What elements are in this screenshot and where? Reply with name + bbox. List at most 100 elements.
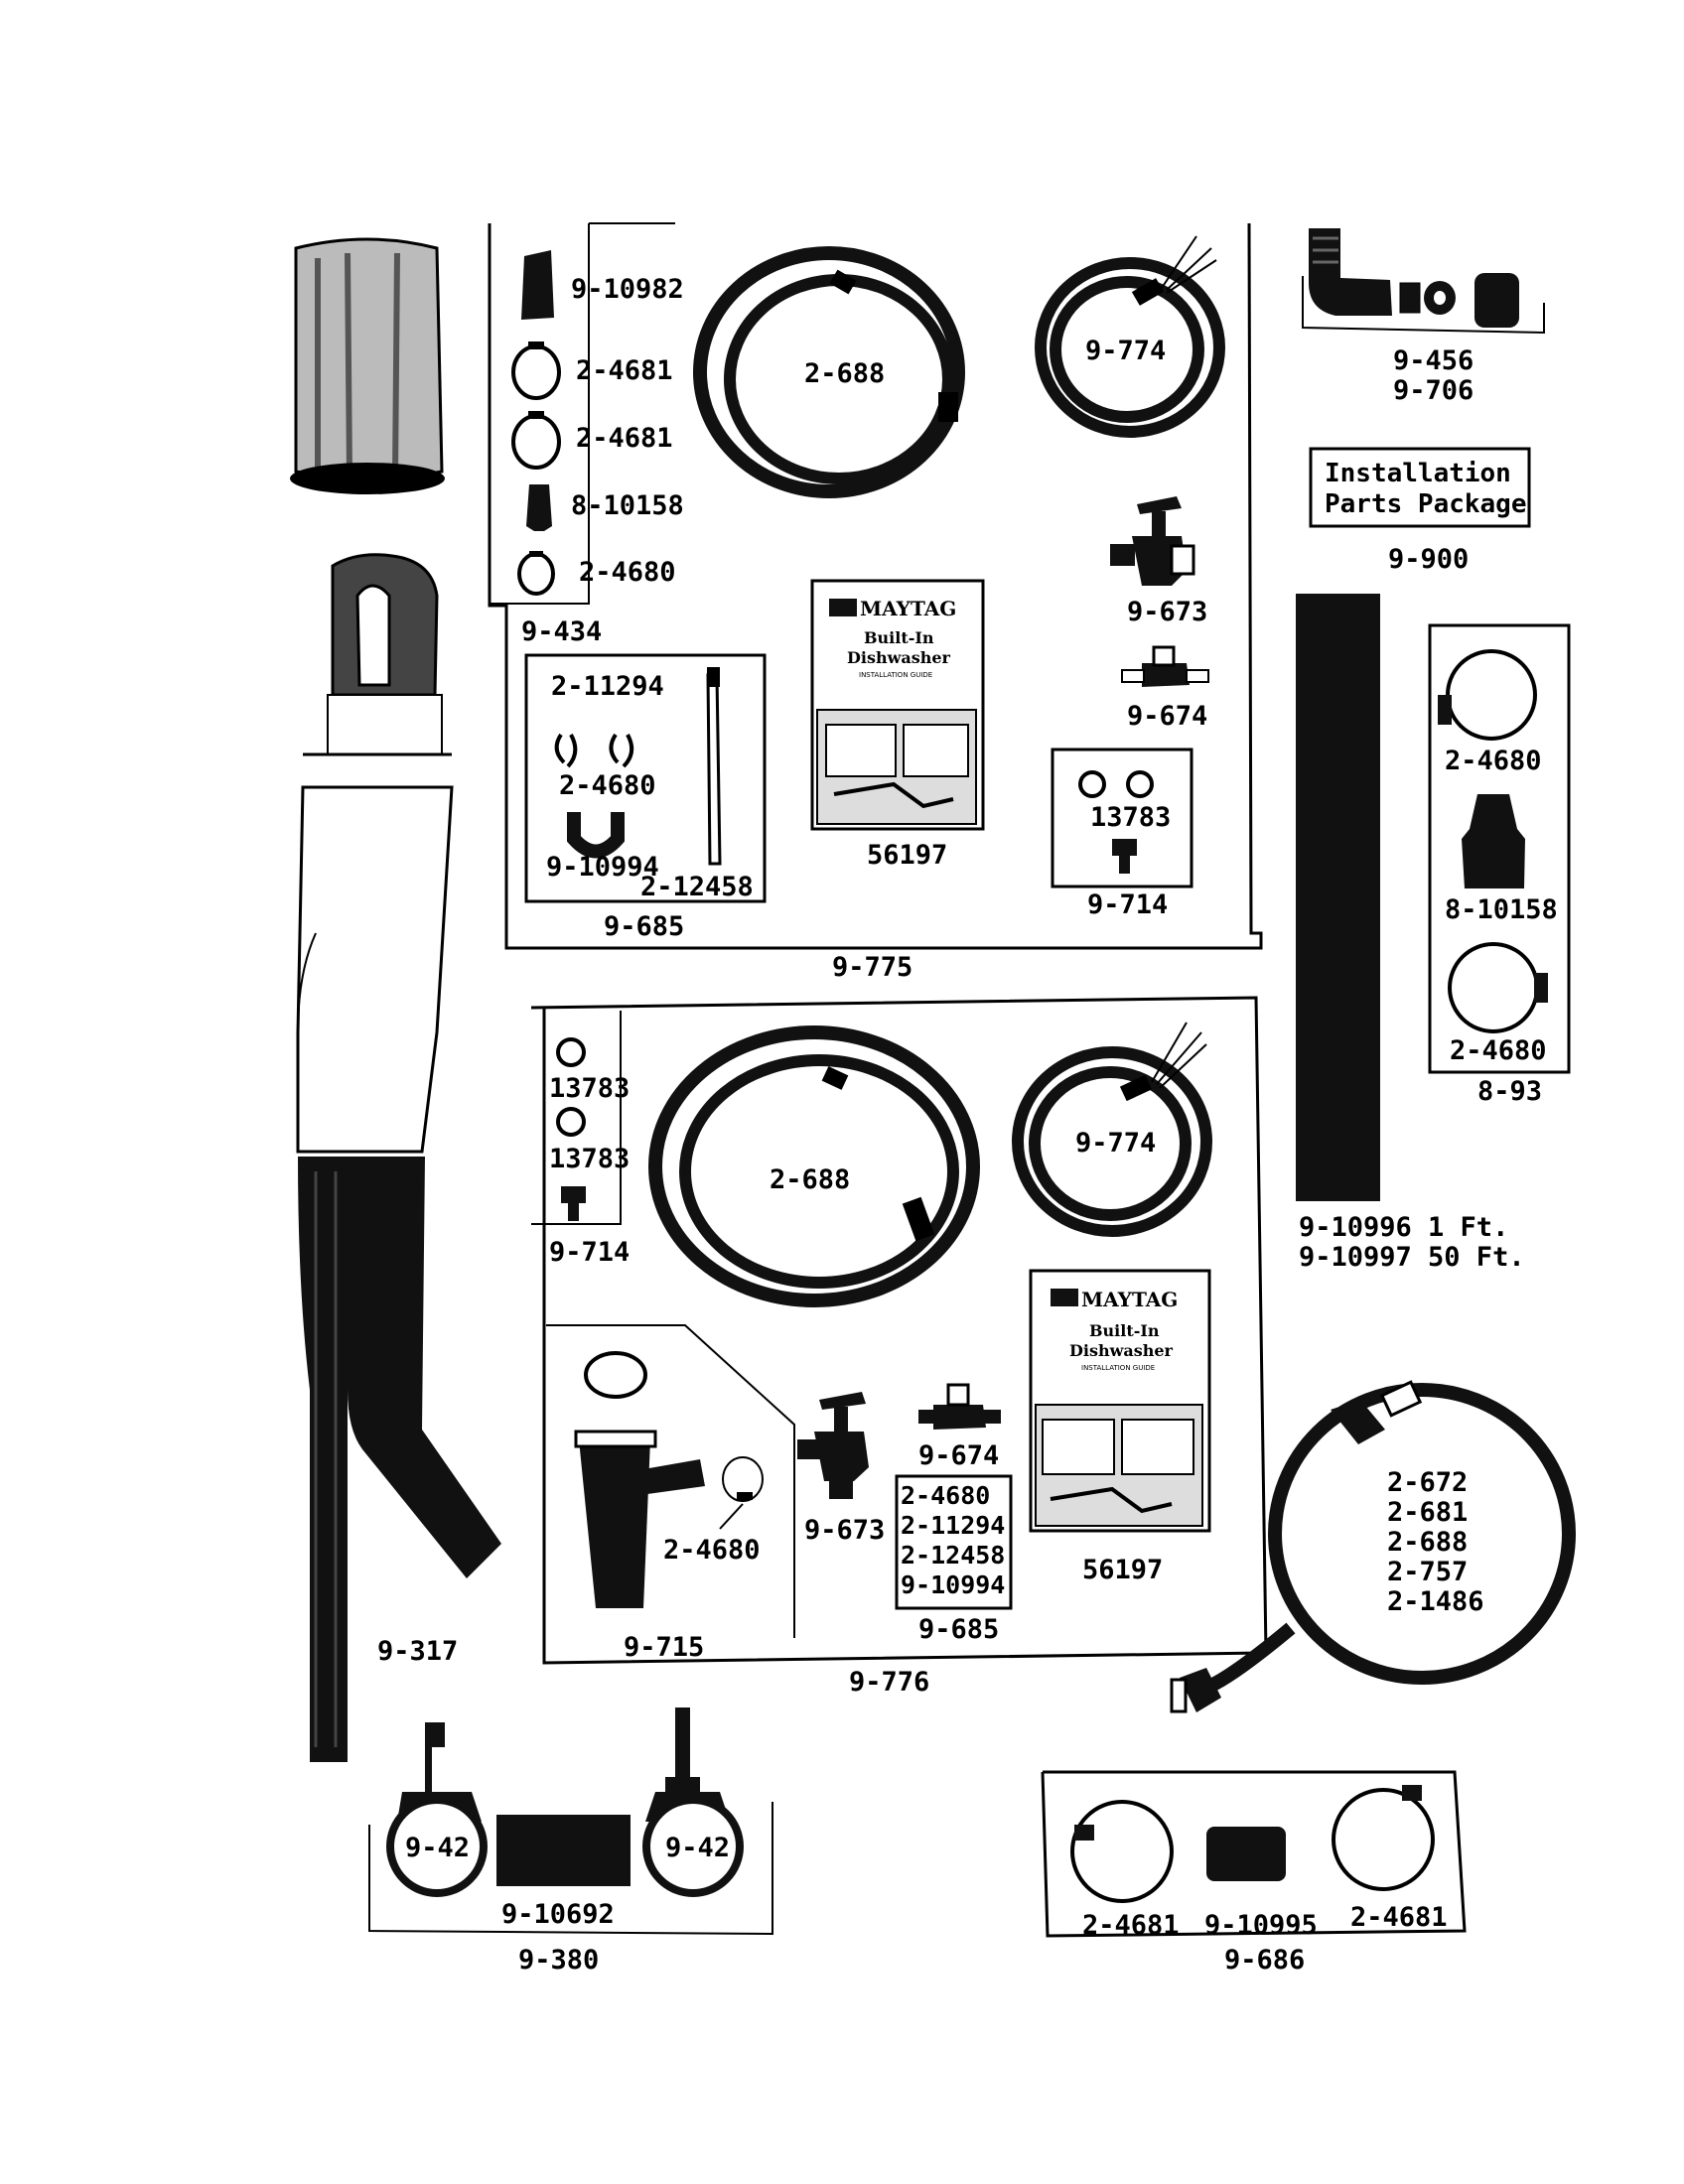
label-13783-b2: 13783 xyxy=(549,1144,630,1174)
tee-9-674-b xyxy=(918,1383,1001,1430)
label-13783-b1: 13783 xyxy=(549,1073,630,1104)
label-2-1486: 2-1486 xyxy=(1387,1586,1484,1617)
svg-text:MAYTAG: MAYTAG xyxy=(860,597,956,620)
label-9-706: 9-706 xyxy=(1393,375,1474,406)
drain-hose-9-10996 xyxy=(1296,594,1380,1201)
label-9-10997: 9-10997 50 Ft. xyxy=(1299,1242,1525,1273)
label-9-10995: 9-10995 xyxy=(1204,1910,1318,1941)
kit-9-685-b-box xyxy=(895,1474,1013,1610)
package-9-775: 9-10982 2-4681 2-4681 8-10158 2-4680 9-4… xyxy=(488,222,1263,950)
label-2-4681-686-right: 2-4681 xyxy=(1350,1902,1448,1933)
hose-2-688-b xyxy=(648,1025,980,1307)
label-9-10692: 9-10692 xyxy=(501,1899,615,1930)
label-8-93: 8-93 xyxy=(1477,1076,1542,1107)
label-2-4680-b: 2-4680 xyxy=(663,1535,761,1566)
label-2-672: 2-672 xyxy=(1387,1467,1468,1498)
cord-9-774-a xyxy=(1035,235,1225,438)
label-56197-a: 56197 xyxy=(867,840,947,871)
label-9-900: 9-900 xyxy=(1388,544,1469,575)
clamp-2-4681-b xyxy=(511,414,561,470)
label-9-10982: 9-10982 xyxy=(571,274,684,305)
valve-9-673-a xyxy=(1110,496,1195,586)
label-2-4680-8-93-bottom: 2-4680 xyxy=(1450,1035,1547,1066)
label-9-776: 9-776 xyxy=(849,1667,929,1698)
svg-text:MAYTAG: MAYTAG xyxy=(1081,1288,1178,1311)
fill-hose xyxy=(1170,1380,1576,1713)
label-2-4680-kit-a: 2-4680 xyxy=(559,770,656,801)
svg-text:Built-In: Built-In xyxy=(864,628,934,647)
u-bend-9-10994 xyxy=(567,812,625,859)
kit-9-685-a-box xyxy=(524,653,767,903)
label-9-42-left: 9-42 xyxy=(405,1833,470,1863)
label-9-774-b: 9-774 xyxy=(1075,1128,1156,1159)
label-2-688-a: 2-688 xyxy=(804,358,885,389)
label-2-681: 2-681 xyxy=(1387,1497,1468,1528)
coupling-9-10692 xyxy=(496,1815,631,1886)
label-9-456: 9-456 xyxy=(1393,345,1474,376)
label-2-688-c: 2-688 xyxy=(1387,1527,1468,1558)
label-9-714-a: 9-714 xyxy=(1087,889,1168,920)
tee-9-674-a xyxy=(1121,645,1209,687)
label-9-715: 9-715 xyxy=(624,1632,704,1663)
label-9-686: 9-686 xyxy=(1224,1945,1305,1976)
label-2-688-b: 2-688 xyxy=(770,1164,850,1195)
cord-9-774-b xyxy=(1012,1022,1212,1237)
label-9-10996: 9-10996 1 Ft. xyxy=(1299,1212,1508,1243)
airgap-body-9-715 xyxy=(579,1439,650,1608)
clamp-2-4680-a xyxy=(517,552,555,596)
installation-parts-package-box xyxy=(1309,447,1531,528)
label-9-10994-b: 9-10994 xyxy=(901,1570,1005,1599)
label-9-380: 9-380 xyxy=(518,1945,599,1976)
kit-9-714-a-box xyxy=(1051,748,1193,888)
clamp-2-4681-a xyxy=(511,344,561,400)
svg-text:INSTALLATION GUIDE: INSTALLATION GUIDE xyxy=(859,671,932,679)
kit-9-686: 2-4681 9-10995 2-4681 xyxy=(1041,1770,1467,1941)
label-9-674-b: 9-674 xyxy=(918,1440,999,1471)
tailpiece-assembly xyxy=(290,237,501,1762)
connector-8-10158-b xyxy=(1462,794,1525,888)
label-2-4681-a: 2-4681 xyxy=(576,355,673,386)
label-9-685-a: 9-685 xyxy=(604,911,684,942)
connector-8-10158 xyxy=(526,484,552,531)
label-9-685-b: 9-685 xyxy=(918,1614,999,1645)
label-9-673-b: 9-673 xyxy=(804,1515,885,1546)
label-9-674-a: 9-674 xyxy=(1127,701,1207,732)
label-2-11294-a: 2-11294 xyxy=(551,671,664,702)
label-2-4680-8-93-top: 2-4680 xyxy=(1445,746,1542,776)
label-2-757: 2-757 xyxy=(1387,1557,1468,1587)
valve-9-673-b xyxy=(797,1392,869,1499)
label-2-11294-b: 2-11294 xyxy=(901,1511,1005,1540)
label-56197-b: 56197 xyxy=(1082,1555,1163,1585)
label-2-4680-kit-b: 2-4680 xyxy=(901,1481,990,1510)
label-2-4680-a: 2-4680 xyxy=(579,557,676,588)
tailpiece-tube xyxy=(298,1157,348,1762)
label-13783-a: 13783 xyxy=(1090,802,1171,833)
label-9-775: 9-775 xyxy=(832,952,912,983)
elbow-9-456 xyxy=(1309,228,1392,316)
trap-kit-9-380: 9-42 9-10692 9-42 xyxy=(368,1707,773,1936)
label-9-434: 9-434 xyxy=(521,616,602,647)
label-9-10994-a: 9-10994 xyxy=(546,852,659,883)
installation-guide-56197-b: MAYTAG Built-In Dishwasher INSTALLATION … xyxy=(1029,1269,1211,1533)
svg-text:Built-In: Built-In xyxy=(1089,1321,1160,1340)
label-2-12458-b: 2-12458 xyxy=(901,1541,1005,1570)
label-9-774-a: 9-774 xyxy=(1085,336,1166,366)
package-9-776: 13783 13783 9-714 2-688 9-774 2-4680 xyxy=(530,996,1268,1665)
label-8-10158-b: 8-10158 xyxy=(1445,894,1558,925)
installation-guide-56197-a: MAYTAG Built-In Dishwasher INSTALLATION … xyxy=(810,579,985,831)
svg-text:Dishwasher: Dishwasher xyxy=(1069,1341,1174,1360)
kit-8-93: 2-4680 8-10158 2-4680 xyxy=(1428,623,1571,1074)
label-2-4681-686-left: 2-4681 xyxy=(1082,1910,1180,1941)
adapter-9-10982 xyxy=(521,250,554,320)
label-parts-package: Parts Package xyxy=(1325,489,1527,519)
label-2-4681-b: 2-4681 xyxy=(576,423,673,454)
label-9-317: 9-317 xyxy=(377,1636,458,1667)
label-8-10158-a: 8-10158 xyxy=(571,490,684,521)
svg-text:INSTALLATION GUIDE: INSTALLATION GUIDE xyxy=(1081,1364,1155,1372)
drain-outlet-tube xyxy=(348,1157,501,1578)
label-9-714-b: 9-714 xyxy=(549,1237,630,1268)
label-9-673-a: 9-673 xyxy=(1127,597,1207,627)
svg-text:Dishwasher: Dishwasher xyxy=(847,648,951,667)
label-2-12458-a: 2-12458 xyxy=(640,872,754,902)
